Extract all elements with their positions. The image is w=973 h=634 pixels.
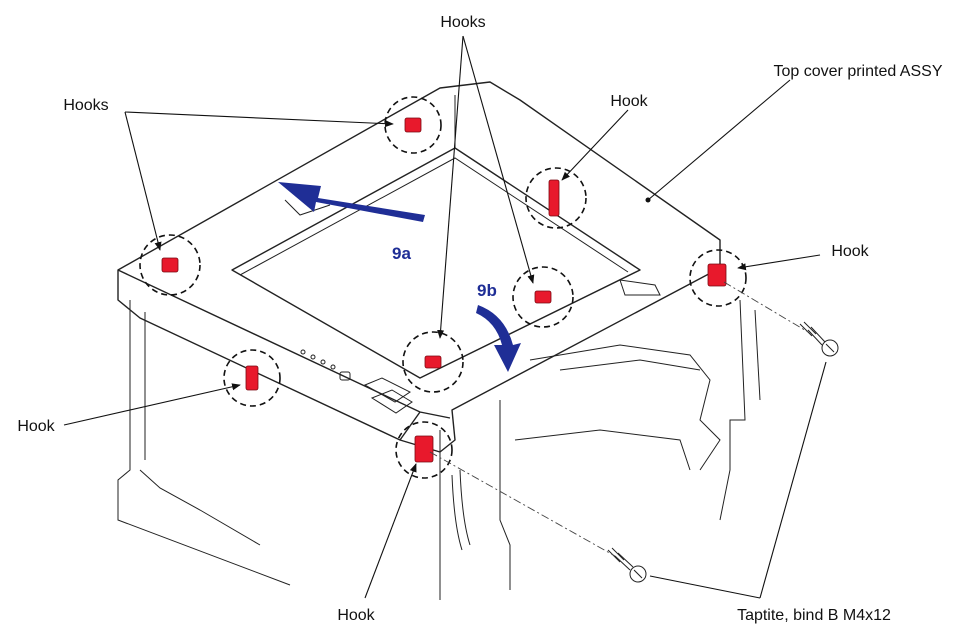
callout-circle [395, 421, 453, 479]
screw-axis-lower [429, 451, 616, 557]
leader-lines [63, 35, 827, 599]
leader-hooks-top-2 [462, 35, 535, 284]
label-hooks-left: Hooks [63, 97, 108, 114]
leader-hooks-left-2 [124, 111, 394, 128]
leader-screw-2 [649, 575, 761, 599]
screw-lower [607, 547, 647, 583]
hook-callouts [139, 96, 747, 479]
callout-circle [512, 266, 574, 328]
callout-circle [223, 349, 281, 407]
label-step-9b: 9b [477, 281, 497, 300]
label-hook-bottom: Hook [337, 607, 375, 624]
leader-hook-left [63, 383, 241, 426]
top-cover [117, 81, 721, 453]
leader-hooks-top-1 [437, 35, 464, 339]
callout-circle [384, 96, 442, 154]
screw-upper [799, 321, 839, 357]
hook-part [707, 263, 727, 287]
screw-axis-upper [723, 281, 809, 333]
leader-hooks-left-1 [124, 111, 162, 251]
hooks [161, 117, 727, 463]
hook-part [534, 290, 552, 304]
hook-part [161, 257, 179, 273]
hook-part [414, 435, 434, 463]
leader-top-cover [647, 79, 791, 201]
hook-part [404, 117, 422, 133]
label-hook-upper-mid: Hook [610, 93, 648, 110]
step-9a-arrow [278, 182, 425, 222]
labels: Hooks Hooks Hook Top cover printed ASSY … [17, 14, 943, 624]
label-hook-left: Hook [17, 418, 55, 435]
leader-hook-bottom [364, 463, 417, 599]
label-hooks-top: Hooks [440, 14, 485, 31]
hook-part [424, 355, 442, 369]
screws [429, 281, 839, 583]
callout-circle [525, 167, 587, 229]
printer-body [117, 279, 761, 600]
control-panel [300, 349, 413, 414]
label-hook-right: Hook [831, 243, 869, 260]
step-9b-arrow [476, 305, 521, 372]
label-step-9a: 9a [392, 244, 411, 263]
hook-part [548, 179, 560, 217]
leader-hook-upper-mid [561, 109, 629, 181]
callout-circle [689, 249, 747, 307]
leader-hook-right [737, 254, 821, 271]
hook-part [245, 365, 259, 391]
callout-circle [139, 234, 201, 296]
callout-circle [402, 331, 464, 393]
label-screw: Taptite, bind B M4x12 [737, 607, 891, 624]
leader-screw-1 [759, 361, 827, 599]
label-top-cover: Top cover printed ASSY [774, 63, 943, 80]
